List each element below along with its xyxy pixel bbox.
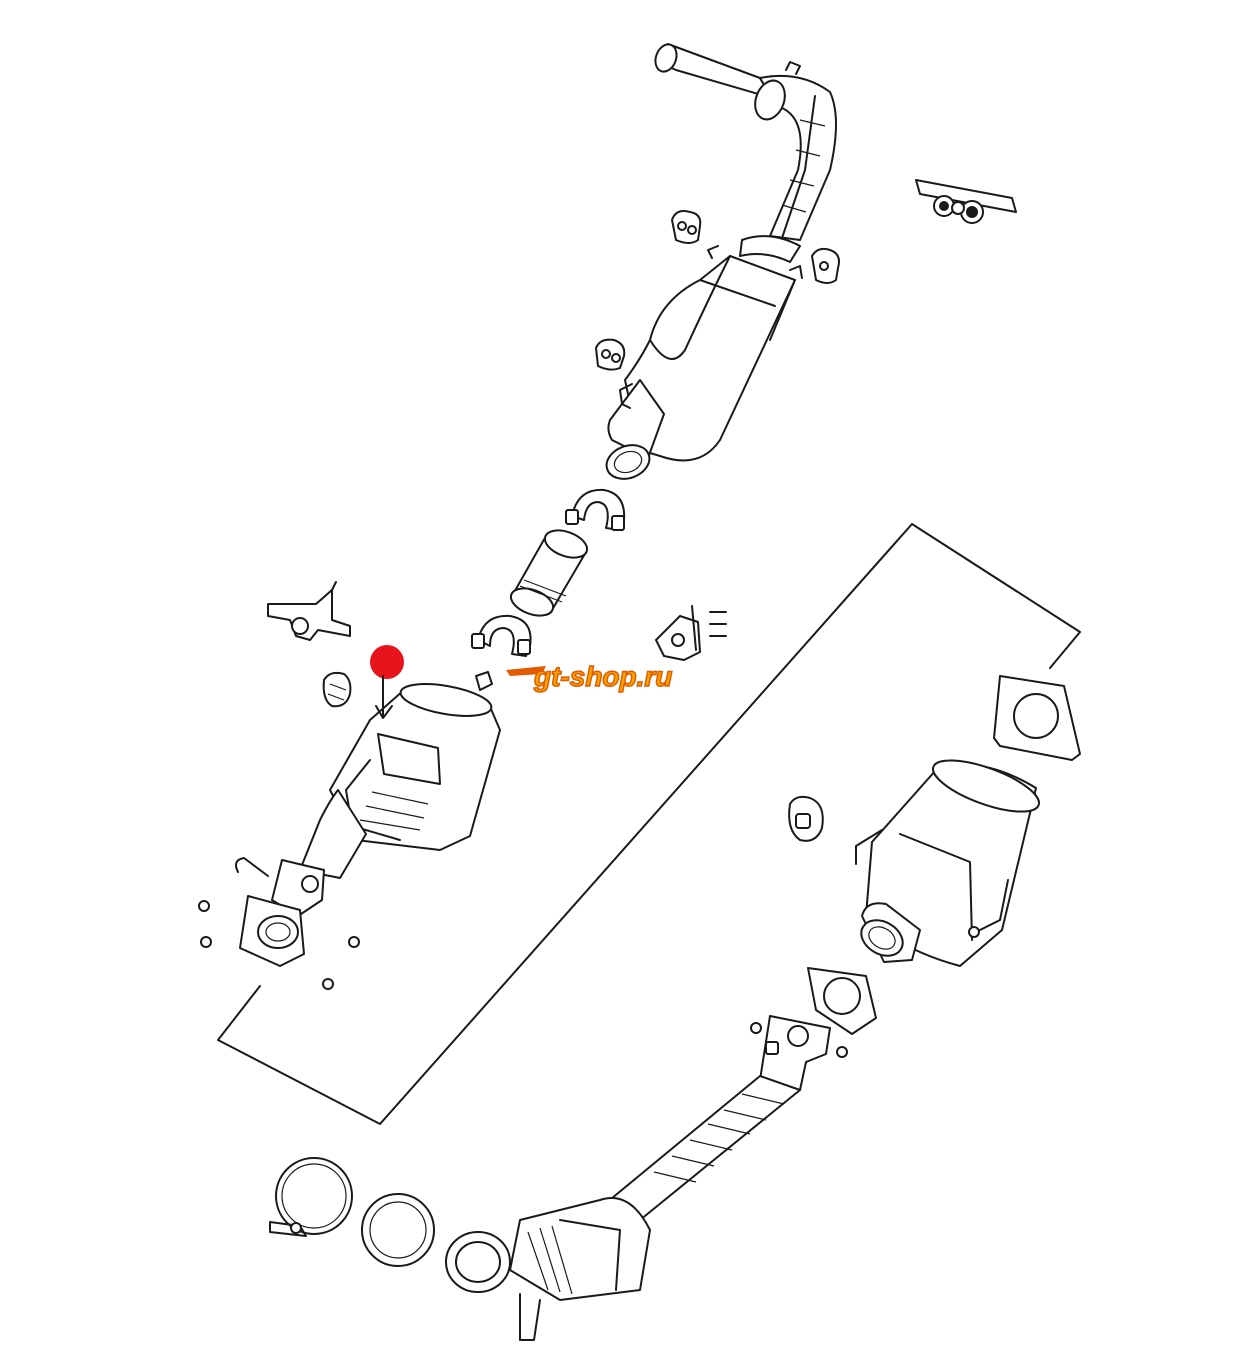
band-clamp-lower: [471, 614, 532, 657]
marker-pointer: [375, 675, 393, 719]
down-pipe: [599, 1015, 831, 1221]
mounting-bracket-left: [267, 581, 351, 641]
isolator-left: [322, 671, 352, 708]
flange-gasket-upper: [993, 675, 1081, 761]
band-clamp-upper: [565, 488, 626, 531]
exhaust-gasket: [361, 1193, 435, 1267]
tail-pipe: [654, 43, 837, 263]
marker-dot: [370, 645, 404, 679]
muffler: [605, 245, 803, 480]
hanger-bracket-top-right: [915, 179, 1017, 224]
turbo-outlet: [445, 1197, 651, 1341]
mounting-bracket-right: [655, 605, 727, 661]
nut-set-right: [750, 926, 980, 1058]
catalytic-converter: [855, 759, 1040, 967]
intermediate-pipe: [509, 529, 589, 617]
highlight-marker: [370, 645, 404, 719]
v-band-clamp: [269, 1157, 353, 1237]
logo-swoosh: [506, 666, 546, 676]
hanger-isolator-1: [671, 210, 702, 244]
hanger-isolator-2: [811, 247, 840, 284]
watermark-logo: gt-shop.ru: [506, 660, 673, 693]
watermark-text: gt-shop.ru: [533, 661, 672, 692]
isolator-right: [788, 795, 824, 842]
bracket-outline: [217, 523, 1081, 1125]
hanger-isolator-3: [595, 338, 626, 371]
nut-set-left: [198, 900, 360, 990]
particulate-filter-assembly: [235, 671, 501, 967]
flange-gasket-lower: [807, 967, 877, 1035]
